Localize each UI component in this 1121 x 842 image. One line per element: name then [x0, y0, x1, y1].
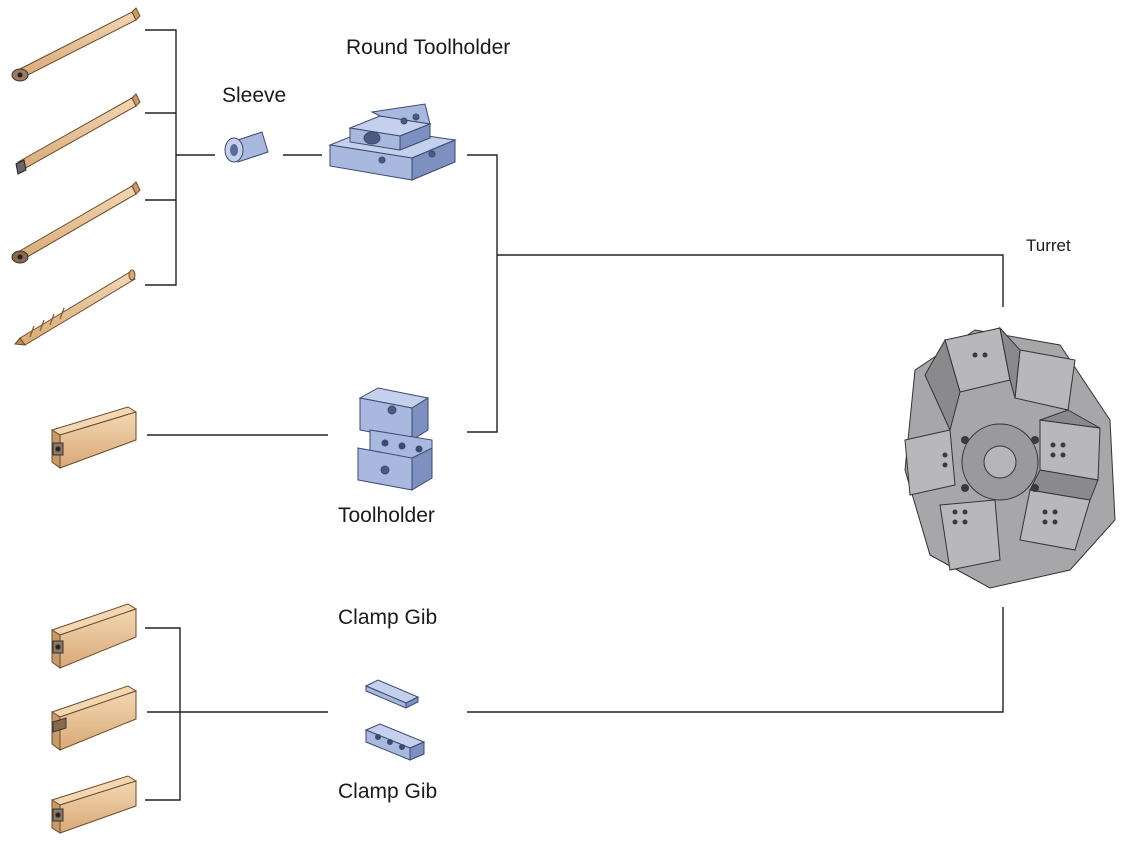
label-sleeve: Sleeve: [222, 84, 287, 107]
label-clamp-gib-bottom: Clamp Gib: [338, 780, 438, 803]
toolholder-icon: [357, 387, 433, 491]
turret-icon: [904, 326, 1116, 589]
sleeve-icon: [224, 131, 269, 163]
drill-icon: [14, 269, 136, 346]
bracket-round-tools: [145, 29, 177, 286]
label-clamp-gib-top: Clamp Gib: [338, 606, 438, 629]
connector-lines: [145, 29, 1004, 801]
square-shank-tool-icon: [50, 406, 138, 469]
connector-clampgib-turret: [467, 607, 1004, 713]
square-shank-tool-icon: [50, 775, 138, 834]
round-toolholder-icon: [328, 103, 457, 181]
bracket-holders: [467, 154, 498, 433]
square-shank-tool-icon: [50, 685, 138, 751]
clamp-gib-icon: [364, 679, 420, 709]
bracket-square-tools: [145, 627, 181, 801]
label-round-toolholder: Round Toolholder: [346, 36, 511, 59]
boring-bar-icon: [11, 7, 141, 82]
boring-bar-icon: [11, 181, 141, 264]
label-toolholder: Toolholder: [338, 504, 435, 527]
square-shank-tool-icon: [50, 603, 138, 669]
connector-holders-turret: [497, 254, 1004, 307]
label-turret: Turret: [1026, 236, 1071, 255]
boring-bar-icon: [15, 93, 141, 175]
clamp-gib-icon: [364, 723, 426, 761]
